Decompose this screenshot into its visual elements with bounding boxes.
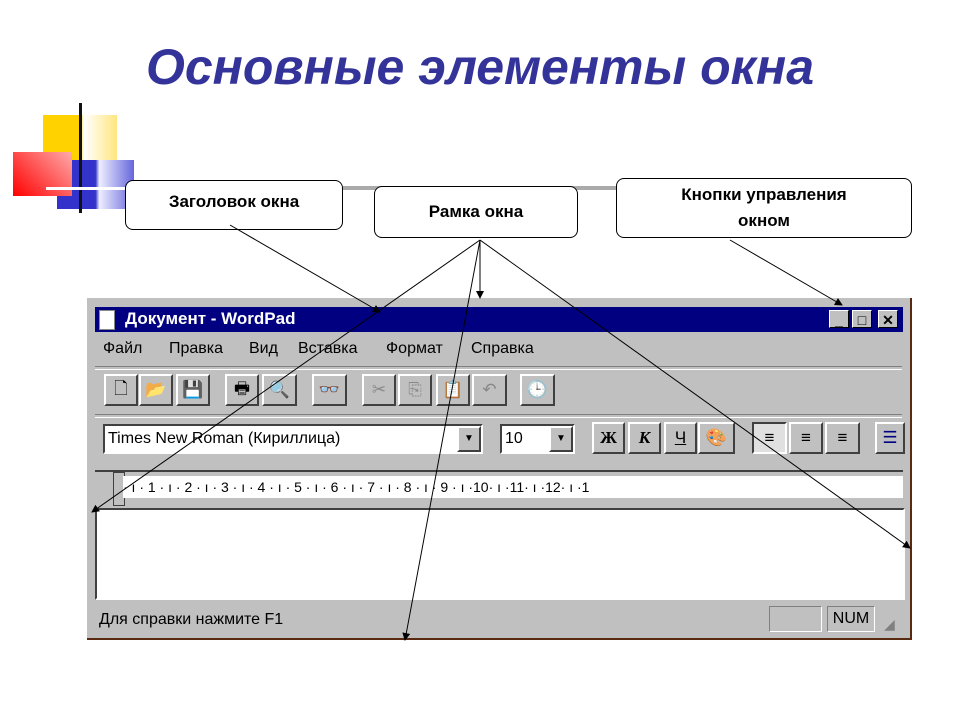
ruler[interactable]: · ı · 1 · ı · 2 · ı · 3 · ı · 4 · ı · 5 …: [95, 470, 903, 506]
font-select[interactable]: Times New Roman (Кириллица) ▼: [103, 424, 483, 454]
menu-help[interactable]: Справка: [471, 340, 534, 357]
italic-button[interactable]: К: [628, 422, 661, 454]
decor-vline: [79, 103, 82, 213]
ruler-scale: · ı · 1 · ı · 2 · ı · 3 · ı · 4 · ı · 5 …: [123, 476, 903, 498]
decor-hline: [46, 187, 126, 190]
menu-insert[interactable]: Вставка: [298, 340, 358, 357]
resize-grip-icon[interactable]: ◢: [884, 616, 895, 632]
font-size-select[interactable]: 10 ▼: [500, 424, 575, 454]
underline-button[interactable]: Ч: [664, 422, 697, 454]
chevron-down-icon[interactable]: ▼: [549, 426, 573, 452]
bold-button[interactable]: Ж: [592, 422, 625, 454]
separator: [95, 366, 902, 370]
document-area[interactable]: [95, 508, 905, 600]
copy-button[interactable]: ⎘: [398, 374, 432, 406]
arrow-frame-left: [91, 239, 481, 513]
separator: [95, 414, 902, 418]
menu-view[interactable]: Вид: [249, 340, 278, 357]
new-button[interactable]: 🗋: [104, 374, 138, 406]
font-size-value: 10: [505, 430, 523, 447]
close-button[interactable]: ✕: [878, 310, 898, 328]
paste-button[interactable]: 📋: [436, 374, 470, 406]
wordpad-icon: [99, 310, 115, 330]
wordpad-window: Документ - WordPad _ □ ✕ Файл Правка Вид…: [87, 298, 912, 640]
align-center-button[interactable]: ≡: [789, 422, 823, 454]
open-button[interactable]: 📂: [139, 374, 173, 406]
arrow-controls: [729, 239, 843, 306]
window-title: Документ - WordPad: [125, 309, 296, 328]
save-button[interactable]: 💾: [176, 374, 210, 406]
callout-window-frame: Рамка окна: [374, 186, 578, 238]
callout-window-controls: Кнопки управления окном: [616, 178, 912, 238]
arrow-frame-right: [479, 239, 911, 549]
date-time-button[interactable]: 🕒: [520, 374, 555, 406]
font-value: Times New Roman (Кириллица): [108, 430, 341, 447]
slide-title: Основные элементы окна: [145, 39, 815, 95]
arrow-frame-bottom: [402, 239, 481, 641]
print-button[interactable]: 🖶: [225, 374, 259, 406]
chevron-down-icon[interactable]: ▼: [457, 426, 481, 452]
align-right-button[interactable]: ≡: [825, 422, 860, 454]
undo-button[interactable]: ↶: [472, 374, 507, 406]
cut-button[interactable]: ✂: [362, 374, 396, 406]
menu-file[interactable]: Файл: [103, 340, 143, 357]
bullets-button[interactable]: ☰: [875, 422, 905, 454]
find-button[interactable]: 👓: [312, 374, 347, 406]
color-button[interactable]: 🎨: [698, 422, 735, 454]
minimize-button[interactable]: _: [829, 310, 849, 328]
status-text: Для справки нажмите F1: [99, 611, 284, 628]
maximize-button[interactable]: □: [852, 310, 872, 328]
status-panel: [769, 606, 822, 632]
menu-format[interactable]: Формат: [386, 340, 443, 357]
align-left-button[interactable]: ≡: [752, 422, 787, 454]
title-bar[interactable]: Документ - WordPad _ □ ✕: [95, 307, 903, 332]
arrow-title: [229, 224, 381, 313]
menu-edit[interactable]: Правка: [169, 340, 224, 357]
callout-window-title: Заголовок окна: [125, 180, 343, 230]
num-indicator: NUM: [827, 606, 875, 632]
